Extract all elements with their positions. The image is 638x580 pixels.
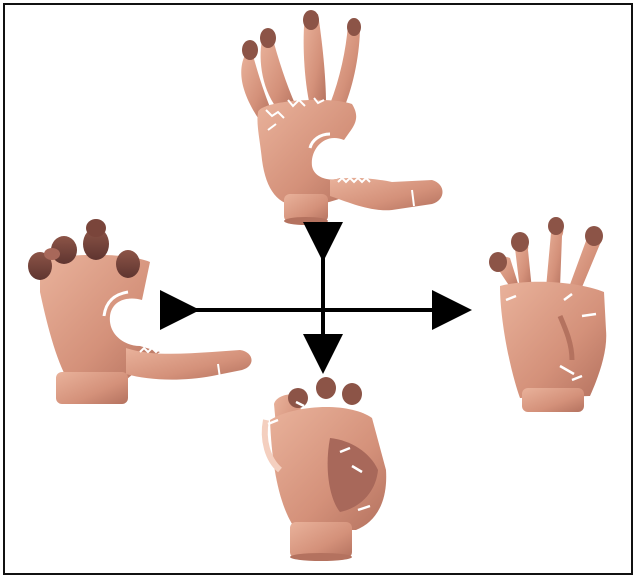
arrows [188,250,460,362]
hand-bottom-fist [265,377,386,561]
hand-right-partially-curled [489,217,606,412]
hand-top-open [241,10,442,225]
